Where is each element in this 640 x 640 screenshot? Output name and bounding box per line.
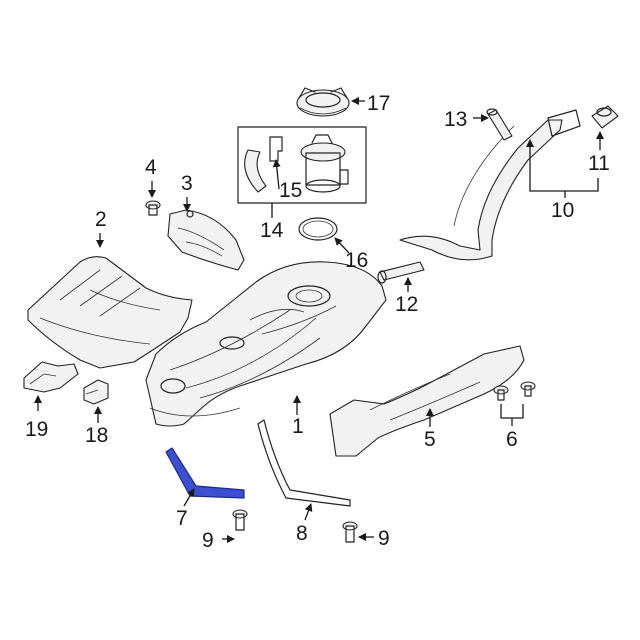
callout-19: 19: [25, 418, 48, 441]
bolt-9-right: [342, 521, 358, 543]
callout-11: 11: [588, 152, 610, 175]
callout-7: 7: [176, 507, 188, 530]
bolt-9-left: [232, 509, 248, 531]
callout-13: 13: [444, 108, 467, 131]
callout-5: 5: [424, 428, 436, 451]
bolt-4: [145, 200, 161, 216]
cap-11: [591, 105, 619, 129]
heat-shield-3: [167, 209, 245, 271]
callout-17: 17: [367, 92, 390, 115]
fuel-tank-strap-8: [257, 419, 351, 507]
callouts: 1 2 3 4 5 6 7 8 9 9 10 11 12 13 14 15 16…: [25, 92, 610, 552]
callout-4: 4: [145, 156, 157, 179]
shield-5: [329, 345, 525, 457]
fuel-pump-module-box: [237, 126, 367, 204]
leader-lines: [34, 97, 604, 543]
hose-12: [377, 261, 425, 284]
callout-14: 14: [260, 219, 284, 242]
callout-8: 8: [296, 522, 308, 545]
callout-16: 16: [345, 249, 368, 272]
lock-ring: [296, 87, 350, 117]
clip-18: [83, 379, 109, 405]
callout-6: 6: [506, 428, 518, 451]
heat-shield-2: [27, 256, 193, 369]
seal-ring: [298, 217, 338, 241]
filler-pipe-10: [399, 109, 581, 261]
callout-9-left: 9: [202, 529, 214, 552]
callout-18: 18: [85, 424, 108, 447]
callout-1: 1: [292, 415, 304, 438]
fastener-6-left: [493, 385, 509, 401]
fastener-6-right: [520, 381, 536, 397]
callout-12: 12: [395, 293, 418, 316]
fuel-tank: [145, 261, 387, 427]
callout-3: 3: [181, 172, 193, 195]
valve-13: [486, 108, 513, 141]
fuel-tank-strap-7: [165, 447, 245, 499]
callout-2: 2: [95, 208, 107, 231]
bracket-19: [23, 361, 79, 393]
callout-9-right: 9: [378, 527, 390, 550]
callout-15: 15: [279, 179, 302, 202]
callout-10: 10: [551, 199, 574, 222]
